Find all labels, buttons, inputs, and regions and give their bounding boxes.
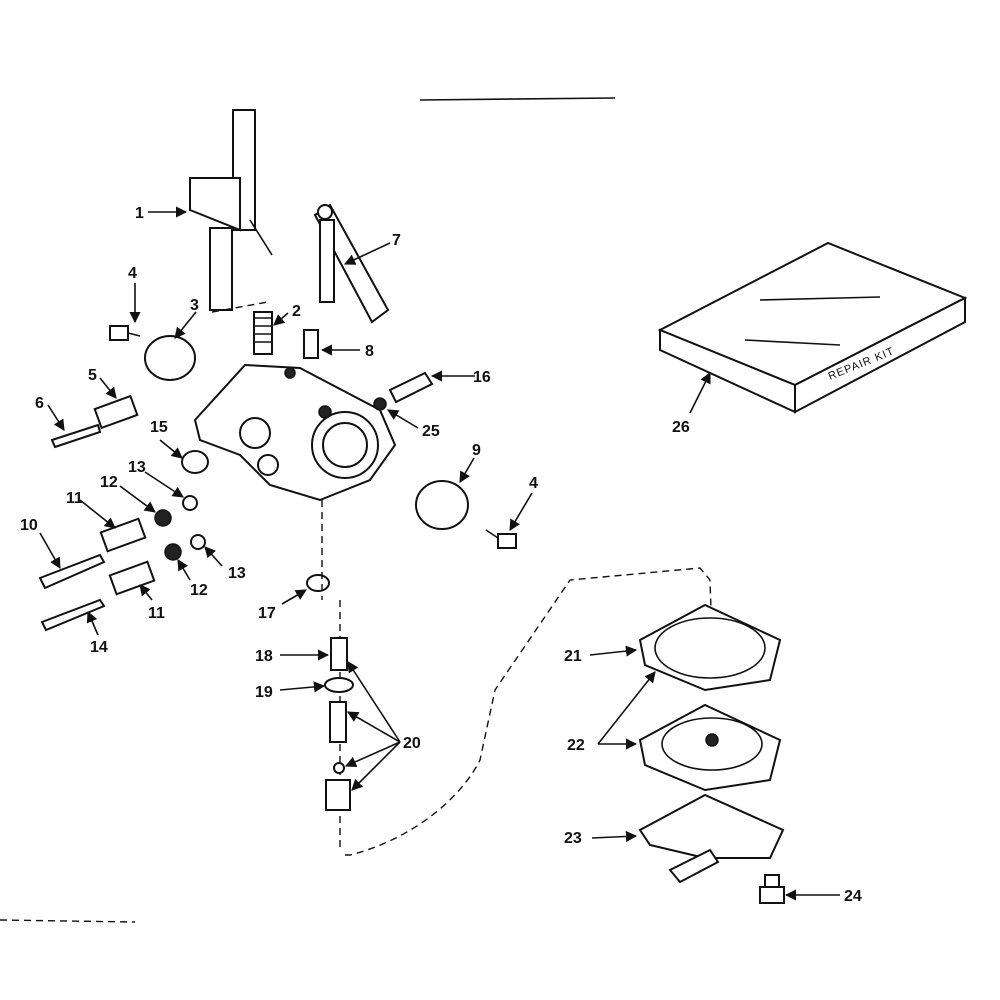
part-19-washer xyxy=(324,677,354,693)
callout-7: 7 xyxy=(392,232,401,249)
callout-11-upper: 11 xyxy=(66,490,83,507)
callout-16: 16 xyxy=(473,369,491,386)
part-8-screw xyxy=(303,329,319,359)
callout-17: 17 xyxy=(258,605,276,622)
callout-4-right: 4 xyxy=(529,475,538,492)
callout-labels: 1 2 3 4 5 6 7 8 9 4 10 11 12 13 14 15 16… xyxy=(20,205,862,905)
part-6-screw xyxy=(50,423,102,449)
callout-1: 1 xyxy=(135,205,144,222)
part-21-gasket xyxy=(638,603,782,692)
callout-5: 5 xyxy=(88,367,97,384)
part-21-gasket-inner xyxy=(654,617,766,679)
callout-20: 20 xyxy=(403,735,421,752)
part-25-washer xyxy=(373,397,387,411)
part-3-throttle-plate xyxy=(144,335,196,381)
part-2-spring xyxy=(253,311,273,355)
callout-23: 23 xyxy=(564,830,582,847)
part-22-diaphragm-inner xyxy=(661,717,763,771)
shaft-guide-dash xyxy=(211,301,269,313)
callout-12-upper: 12 xyxy=(100,474,118,491)
part-20-valve-assembly xyxy=(325,701,351,811)
part-11-spring-upper xyxy=(99,517,147,553)
callout-13-lower: 13 xyxy=(228,565,246,582)
scan-mark-top xyxy=(419,97,616,101)
callout-6: 6 xyxy=(35,395,44,412)
carburetor-body xyxy=(193,363,397,502)
part-5-spring xyxy=(93,394,139,430)
callout-24: 24 xyxy=(844,888,862,905)
part-4-screw-right xyxy=(485,529,517,549)
callout-3: 3 xyxy=(190,297,199,314)
part-11-spring-lower xyxy=(108,560,156,596)
callout-4-left: 4 xyxy=(128,265,137,282)
part-15-plug xyxy=(181,450,209,474)
part-7-choke-shaft xyxy=(313,203,390,324)
part-17-plug xyxy=(306,574,330,592)
part-4-screw-left xyxy=(109,325,141,341)
part-22-center xyxy=(705,733,719,747)
callout-15: 15 xyxy=(150,419,168,436)
callout-12-lower: 12 xyxy=(190,582,208,599)
part-13-oring-upper xyxy=(182,495,198,511)
part-10-needle xyxy=(38,553,106,590)
part-24-screw xyxy=(759,874,785,904)
callout-22: 22 xyxy=(567,737,585,754)
callout-14: 14 xyxy=(90,639,108,656)
callout-25: 25 xyxy=(422,423,440,440)
leader-lines xyxy=(39,206,840,901)
part-12-washer-lower xyxy=(164,543,182,561)
part-1-throttle-shaft xyxy=(189,109,273,311)
part-23-cover xyxy=(638,793,785,859)
part-9-choke-plate xyxy=(415,480,469,530)
part-18-spring xyxy=(330,637,348,671)
part-14-needle xyxy=(40,598,106,632)
callout-8: 8 xyxy=(365,343,374,360)
callout-13-upper: 13 xyxy=(128,459,146,476)
part-16-fitting xyxy=(388,371,434,404)
callout-2: 2 xyxy=(292,303,301,320)
callout-9: 9 xyxy=(472,442,481,459)
callout-11-lower: 11 xyxy=(148,605,165,622)
part-23-fitting xyxy=(668,848,720,884)
callout-26: 26 xyxy=(672,419,690,436)
diaphragm-guide-dash xyxy=(345,567,713,856)
callout-18: 18 xyxy=(255,648,273,665)
part-13-oring-lower xyxy=(190,534,206,550)
callout-21: 21 xyxy=(564,648,582,665)
callout-19: 19 xyxy=(255,684,273,701)
part-26-repair-kit-box: REPAIR KIT xyxy=(657,241,968,414)
scan-mark-bottom xyxy=(0,919,136,923)
part-12-washer-upper xyxy=(154,509,172,527)
callout-10: 10 xyxy=(20,517,38,534)
